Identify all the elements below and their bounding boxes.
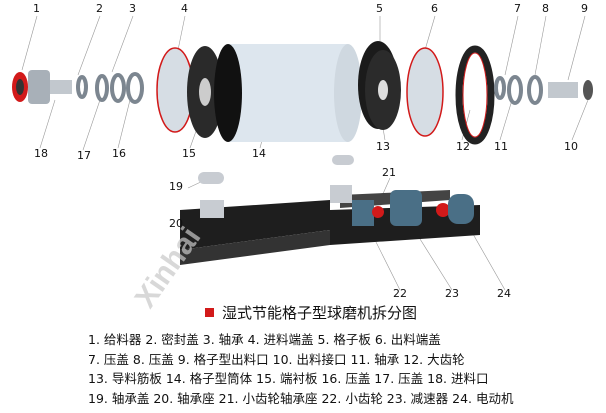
- grate-cylinder: [214, 44, 362, 142]
- callout-2: 2: [96, 2, 103, 15]
- legend-line: 13. 导料筋板 14. 格子型筒体 15. 端衬板 16. 压盖 17. 压盖…: [88, 371, 489, 386]
- discharge-end-cover: [406, 47, 444, 137]
- large-gear: [455, 45, 495, 145]
- callout-5: 5: [376, 2, 383, 15]
- pinion: [372, 206, 384, 218]
- callout-6: 6: [431, 2, 438, 15]
- callout-8: 8: [542, 2, 549, 15]
- feeder: [12, 70, 72, 104]
- callout-7: 7: [514, 2, 521, 15]
- callout-11: 11: [494, 140, 508, 153]
- motor: [448, 194, 474, 224]
- callout-22: 22: [393, 287, 407, 300]
- callout-16: 16: [112, 147, 126, 160]
- callout-9: 9: [581, 2, 588, 15]
- callout-24: 24: [497, 287, 511, 300]
- callout-17: 17: [77, 149, 91, 162]
- legend-line: 1. 给料器 2. 密封盖 3. 轴承 4. 进料端盖 5. 格子板 6. 出料…: [88, 332, 441, 347]
- callout-15: 15: [182, 147, 196, 160]
- legend-line: 19. 轴承盖 20. 轴承座 21. 小齿轮轴承座 22. 小齿轮 23. 减…: [88, 390, 514, 406]
- pinion-bearing-seat: [352, 200, 374, 226]
- bearing-cap: [198, 172, 224, 184]
- reducer: [390, 190, 422, 226]
- title-text: 湿式节能格子型球磨机拆分图: [222, 304, 418, 322]
- watermark: Xinhai: [129, 221, 208, 314]
- callout-23: 23: [445, 287, 459, 300]
- callout-18: 18: [34, 147, 48, 160]
- callout-10: 10: [564, 140, 578, 153]
- legend-line: 7. 压盖 8. 压盖 9. 格子型出料口 10. 出料接口 11. 轴承 12…: [88, 351, 465, 367]
- callout-3: 3: [129, 2, 136, 15]
- callout-20: 20: [169, 217, 183, 230]
- callout-13: 13: [376, 140, 390, 153]
- callout-12: 12: [456, 140, 470, 153]
- callout-4: 4: [181, 2, 188, 15]
- callout-21: 21: [382, 166, 396, 179]
- callout-19: 19: [169, 180, 183, 193]
- callout-14: 14: [252, 147, 266, 160]
- diagram-title: 湿式节能格子型球磨机拆分图: [205, 302, 417, 323]
- parts-legend: 1. 给料器 2. 密封盖 3. 轴承 4. 进料端盖 5. 格子板 6. 出料…: [88, 330, 513, 408]
- red-square-bullet-icon: [205, 308, 214, 317]
- bearing-seat: [200, 200, 224, 218]
- callout-1: 1: [33, 2, 40, 15]
